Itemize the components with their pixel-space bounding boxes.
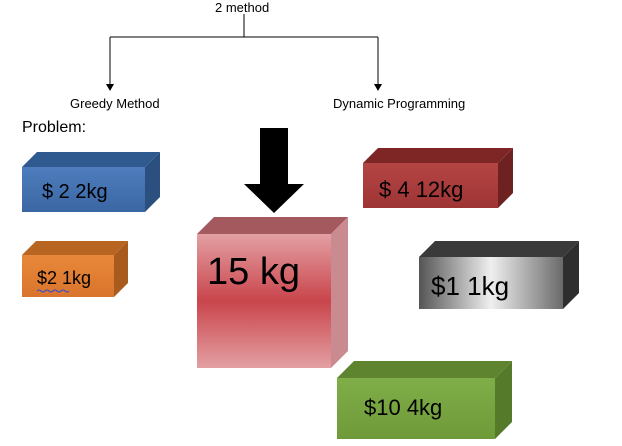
problem-label: Problem:	[22, 119, 87, 136]
item-box-gray: $1 1kg	[419, 241, 581, 311]
item-label-4-12kg: $ 4 12kg	[379, 177, 464, 202]
item-label-2-2kg: $ 2 2kg	[42, 181, 108, 203]
knapsack-box-shape	[197, 217, 348, 368]
knapsack-capacity-label: 15 kg	[207, 251, 300, 293]
item-box-red: $ 4 12kg	[363, 148, 515, 210]
dynamic-programming-label: Dynamic Programming	[333, 96, 466, 111]
knapsack-box: 15 kg	[197, 217, 349, 369]
item-box-blue-shape	[22, 152, 160, 212]
item-box-green: $10 4kg	[337, 361, 513, 440]
root-label: 2 method	[215, 0, 270, 15]
item-box-red-shape	[363, 148, 513, 208]
item-box-orange: $2 1kg	[22, 241, 130, 299]
item-label-2-1kg: $2 1kg	[37, 268, 92, 288]
down-arrow-icon	[244, 128, 304, 213]
spell-check-underline	[37, 289, 70, 293]
item-label-10-4kg: $10 4kg	[364, 395, 443, 420]
greedy-method-label: Greedy Method	[70, 96, 160, 111]
item-label-1-1kg: $1 1kg	[431, 271, 510, 301]
item-box-green-shape	[337, 361, 512, 439]
item-box-gray-shape	[419, 241, 579, 309]
down-arrow-shape	[244, 128, 304, 213]
item-box-orange-shape	[22, 241, 128, 297]
item-box-blue: $ 2 2kg	[22, 152, 162, 214]
